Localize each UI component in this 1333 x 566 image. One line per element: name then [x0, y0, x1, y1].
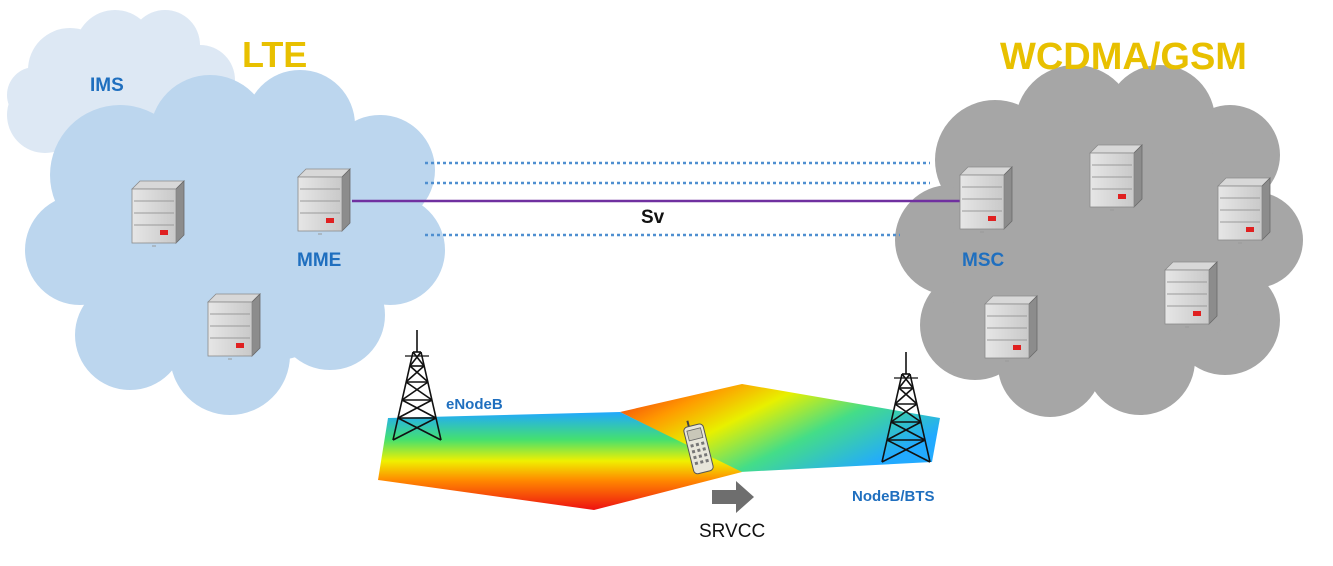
wcdma-server-1	[1089, 144, 1143, 211]
lte-server-1	[131, 180, 185, 247]
nodeb-bts-label: NodeB/BTS	[852, 488, 935, 505]
msc-label: MSC	[962, 250, 1005, 271]
lte-cloud	[25, 70, 445, 415]
ims-label: IMS	[90, 75, 124, 96]
sv-label: Sv	[641, 207, 665, 228]
mobile-phone-icon	[683, 420, 714, 475]
enodeb-coverage-area	[378, 412, 742, 510]
mme-server-icon	[297, 168, 351, 235]
wcdma-server-2	[1217, 177, 1271, 244]
core-links	[352, 161, 962, 237]
enodeb-label: eNodeB	[446, 396, 503, 413]
wcdma-gsm-title: WCDMA/GSM	[1000, 36, 1247, 78]
wcdma-server-3	[1164, 261, 1218, 328]
srvcc-label: SRVCC	[699, 521, 765, 542]
wcdma-gsm-cloud	[895, 65, 1303, 417]
mme-label: MME	[297, 250, 341, 271]
right-arrow-icon	[712, 481, 754, 513]
wcdma-server-4	[984, 295, 1038, 362]
lte-title: LTE	[242, 34, 307, 75]
lte-server-2	[207, 293, 261, 360]
msc-server-icon	[959, 166, 1013, 233]
